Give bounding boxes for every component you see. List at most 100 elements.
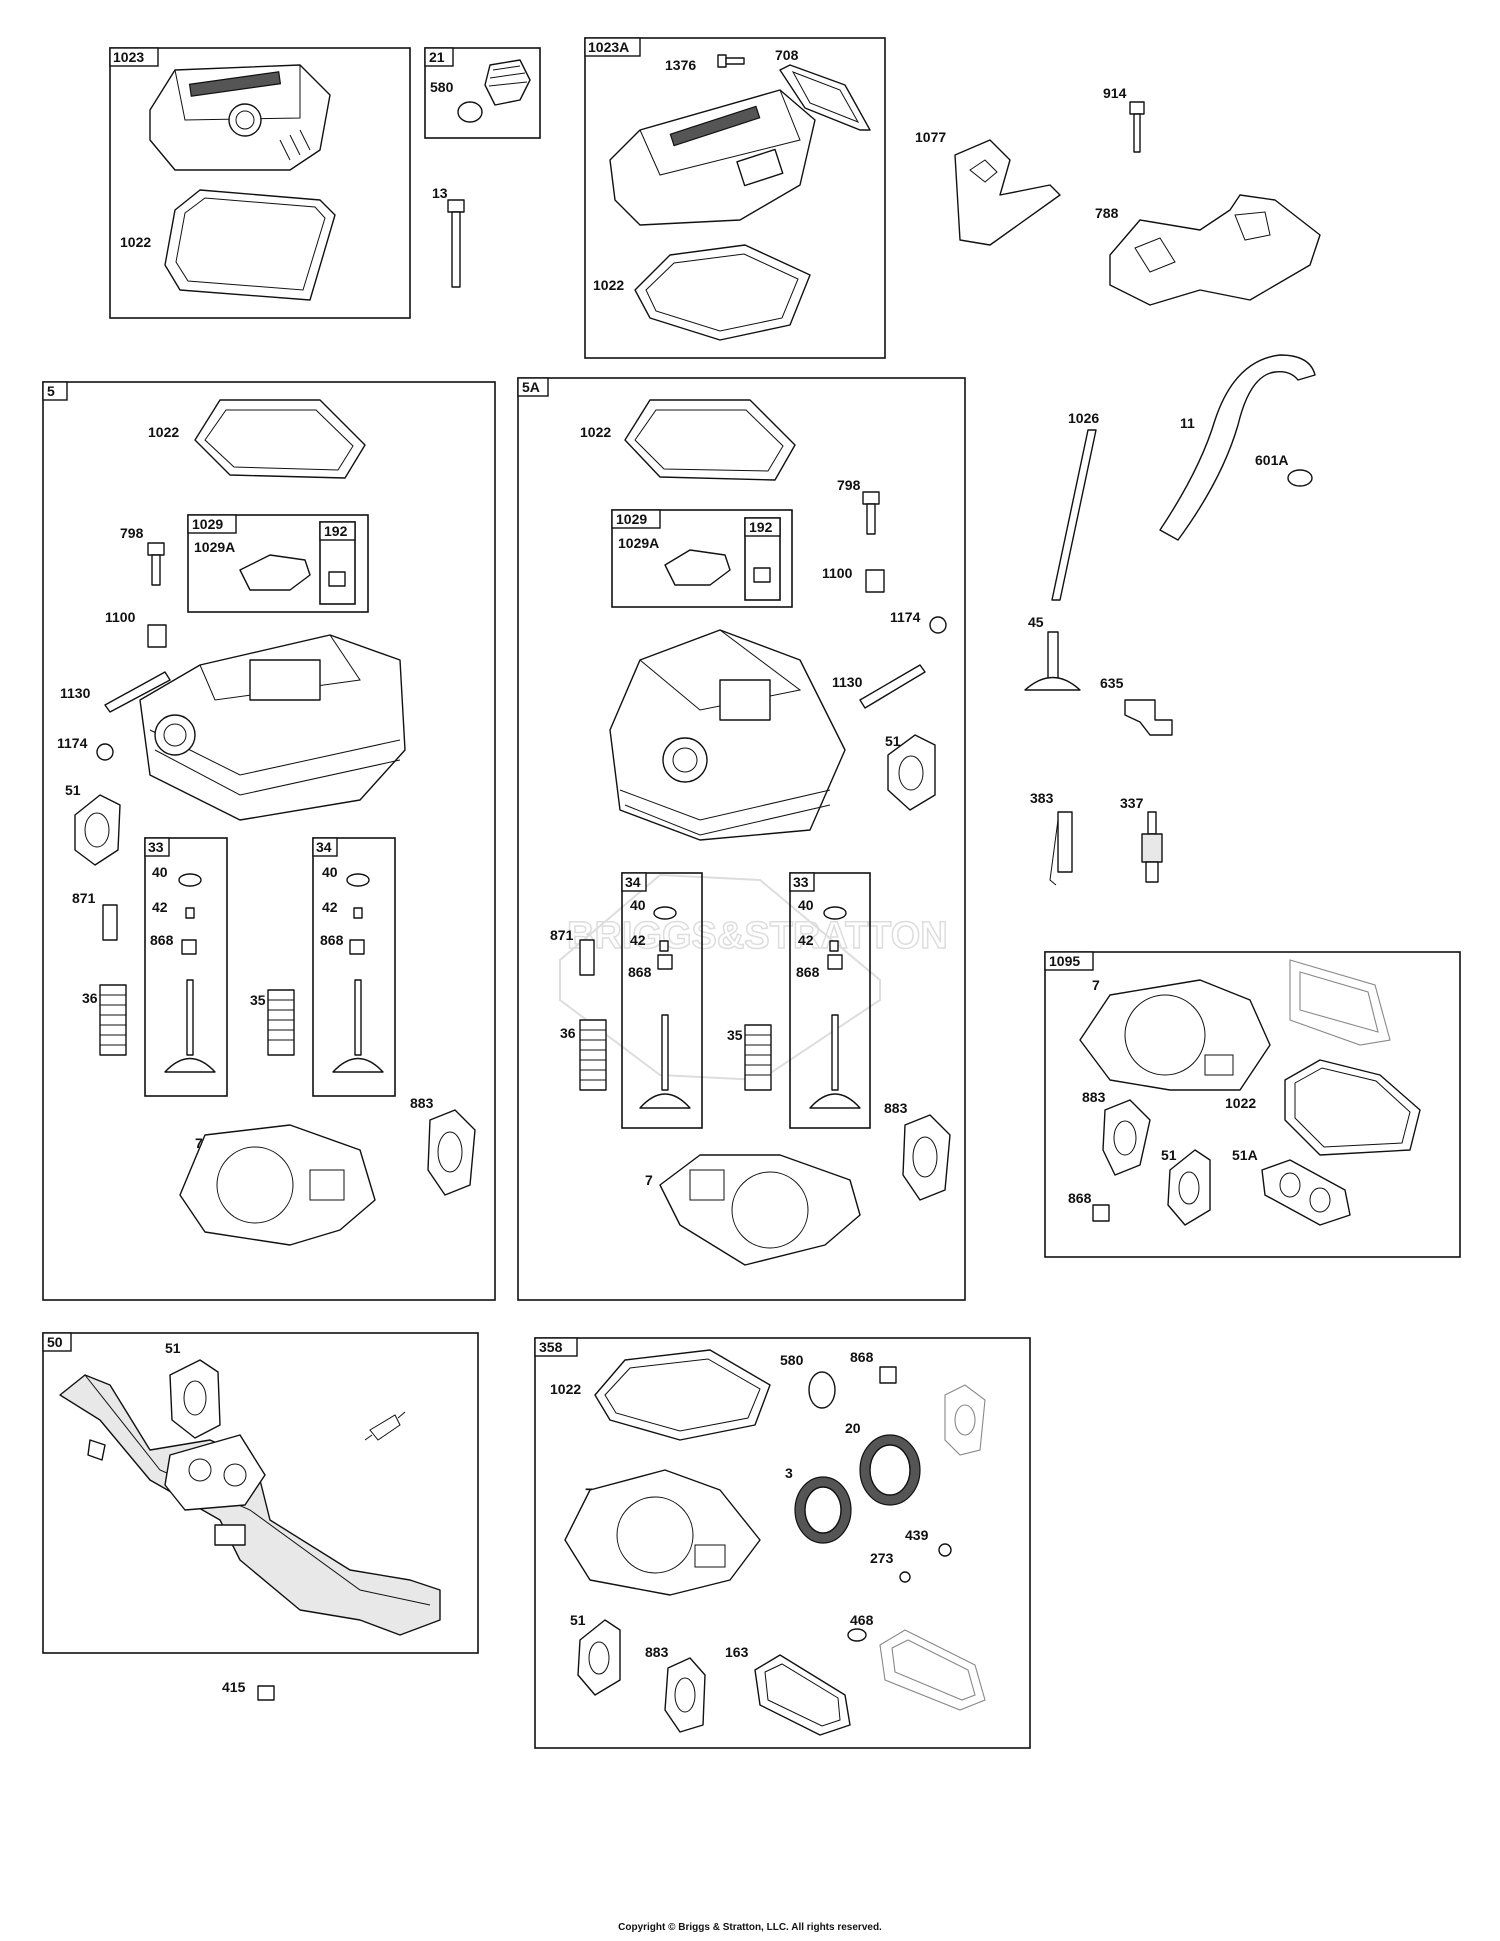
label-883-c: 883 (1082, 1089, 1106, 1105)
label-580-b: 580 (780, 1352, 804, 1368)
copyright-notice: Copyright © Briggs & Stratton, LLC. All … (618, 1922, 882, 1933)
gasket-883-a-part (427, 1109, 476, 1196)
group-33-right-tag: 33 (793, 874, 809, 890)
label-1130-b: 1130 (832, 674, 863, 690)
gasket-51-b-part (887, 734, 936, 811)
cylinder-head-a-part (139, 634, 406, 821)
label-42-b: 42 (322, 899, 338, 915)
label-7-a: 7 (195, 1135, 203, 1151)
watermark-text: BRIGGS&STRATTON (567, 915, 948, 957)
group-1095: 1095 7 883 1022 51 51A 868 (1044, 951, 1461, 1258)
nut-1174-b-part (929, 616, 947, 634)
bracket-1077-part: 1077 (915, 129, 1061, 246)
sleeve-871-b-part (579, 939, 595, 976)
label-868-c: 868 (628, 964, 652, 980)
spring-36-a-part (99, 984, 127, 1056)
label-1022-b: 1022 (593, 277, 624, 293)
valve-c-part (639, 1014, 691, 1109)
group-192-left-tag: 192 (324, 523, 348, 539)
label-45: 45 (1028, 614, 1044, 630)
label-1077: 1077 (915, 129, 946, 145)
label-20: 20 (845, 1420, 861, 1436)
group-1029-right-tag: 1029 (616, 511, 647, 527)
washer-273-part (899, 1571, 911, 1583)
label-708: 708 (775, 47, 799, 63)
label-914: 914 (1103, 85, 1127, 101)
label-383: 383 (1030, 790, 1054, 806)
valve-b-part (332, 979, 384, 1073)
oil-seal-20-part (859, 1434, 921, 1506)
brand-watermark: BRIGGS&STRATTON (559, 873, 948, 1082)
clamp-601A-part: 601A (1255, 452, 1313, 487)
label-51-e: 51 (570, 1612, 586, 1628)
gasket-883-b-part (902, 1114, 951, 1201)
label-798-a: 798 (120, 525, 144, 541)
label-42-d: 42 (798, 932, 814, 948)
label-868-b: 868 (320, 932, 344, 948)
valve-cover-part (149, 64, 331, 171)
oil-seal-3-part (794, 1476, 852, 1544)
label-11: 11 (1180, 415, 1195, 431)
valve-a-part (164, 979, 216, 1073)
valve-cover-1023A-part (609, 89, 816, 226)
breather-tube-11-part: 11 (1159, 354, 1316, 541)
fitting-415-part: 415 (222, 1679, 275, 1701)
o-ring-468-part (847, 1628, 867, 1642)
label-35-a: 35 (250, 992, 266, 1008)
rocker-arm-part (239, 554, 311, 591)
washer-439-part (938, 1543, 952, 1557)
label-40-d: 40 (798, 897, 814, 913)
head-gasket-a-part (179, 1124, 376, 1246)
seal-868-e-part (1092, 1204, 1110, 1222)
label-415: 415 (222, 1679, 246, 1695)
valve-d-part (809, 1014, 861, 1109)
group-50-tag: 50 (47, 1334, 63, 1350)
push-rod-1026-part: 1026 (1051, 410, 1099, 601)
label-883-d: 883 (645, 1644, 669, 1660)
nut-1174-a-part (96, 743, 114, 761)
label-1029A-a: 1029A (194, 539, 235, 555)
label-883-a: 883 (410, 1095, 434, 1111)
group-34-left-tag: 34 (316, 839, 332, 855)
label-1100-b: 1100 (822, 565, 853, 581)
group-358: 358 1022 580 868 20 3 7 439 273 (534, 1337, 1031, 1749)
group-1023A: 1023A 1376 708 1022 (584, 37, 886, 359)
label-468: 468 (850, 1612, 874, 1628)
label-36-a: 36 (82, 990, 98, 1006)
label-51A: 51A (1232, 1147, 1258, 1163)
seal-868-f-part (879, 1366, 897, 1384)
gasket-1022-part (164, 189, 336, 301)
label-337: 337 (1120, 795, 1144, 811)
label-439: 439 (905, 1527, 929, 1543)
screw-1376-part (717, 54, 745, 68)
label-798-b: 798 (837, 477, 861, 493)
label-7-b: 7 (645, 1172, 653, 1188)
tool-383-part: 383 (1030, 790, 1073, 886)
gasket-358-ghost-a-part (944, 1384, 986, 1456)
label-1174-a: 1174 (57, 735, 88, 751)
group-1095-tag: 1095 (1049, 953, 1080, 969)
label-13: 13 (432, 185, 448, 201)
gasket-1022-b-part (634, 244, 811, 341)
label-1022-c: 1022 (148, 424, 179, 440)
label-1026: 1026 (1068, 410, 1099, 426)
label-7-c: 7 (1092, 977, 1100, 993)
group-1023-tag: 1023 (113, 49, 144, 65)
cylinder-head-b-part (609, 629, 846, 841)
head-gasket-c-part (1079, 979, 1271, 1091)
valve-45-part: 45 (1024, 614, 1081, 691)
bracket-788-part: 788 (1095, 194, 1321, 306)
group-5A-tag: 5A (522, 379, 540, 395)
label-868-e: 868 (1068, 1190, 1092, 1206)
gasket-358-ghost-b-part (879, 1629, 986, 1711)
bolt-914-part: 914 (1103, 85, 1145, 153)
label-883-b: 883 (884, 1100, 908, 1116)
guide-1100-a-part (147, 624, 167, 648)
label-635: 635 (1100, 675, 1124, 691)
label-1174-b: 1174 (890, 609, 921, 625)
label-36-b: 36 (560, 1025, 576, 1041)
group-5: 5 1022 798 1029 1029A 192 1100 (42, 381, 496, 1301)
label-1022: 1022 (120, 234, 151, 250)
label-868-f: 868 (850, 1349, 874, 1365)
